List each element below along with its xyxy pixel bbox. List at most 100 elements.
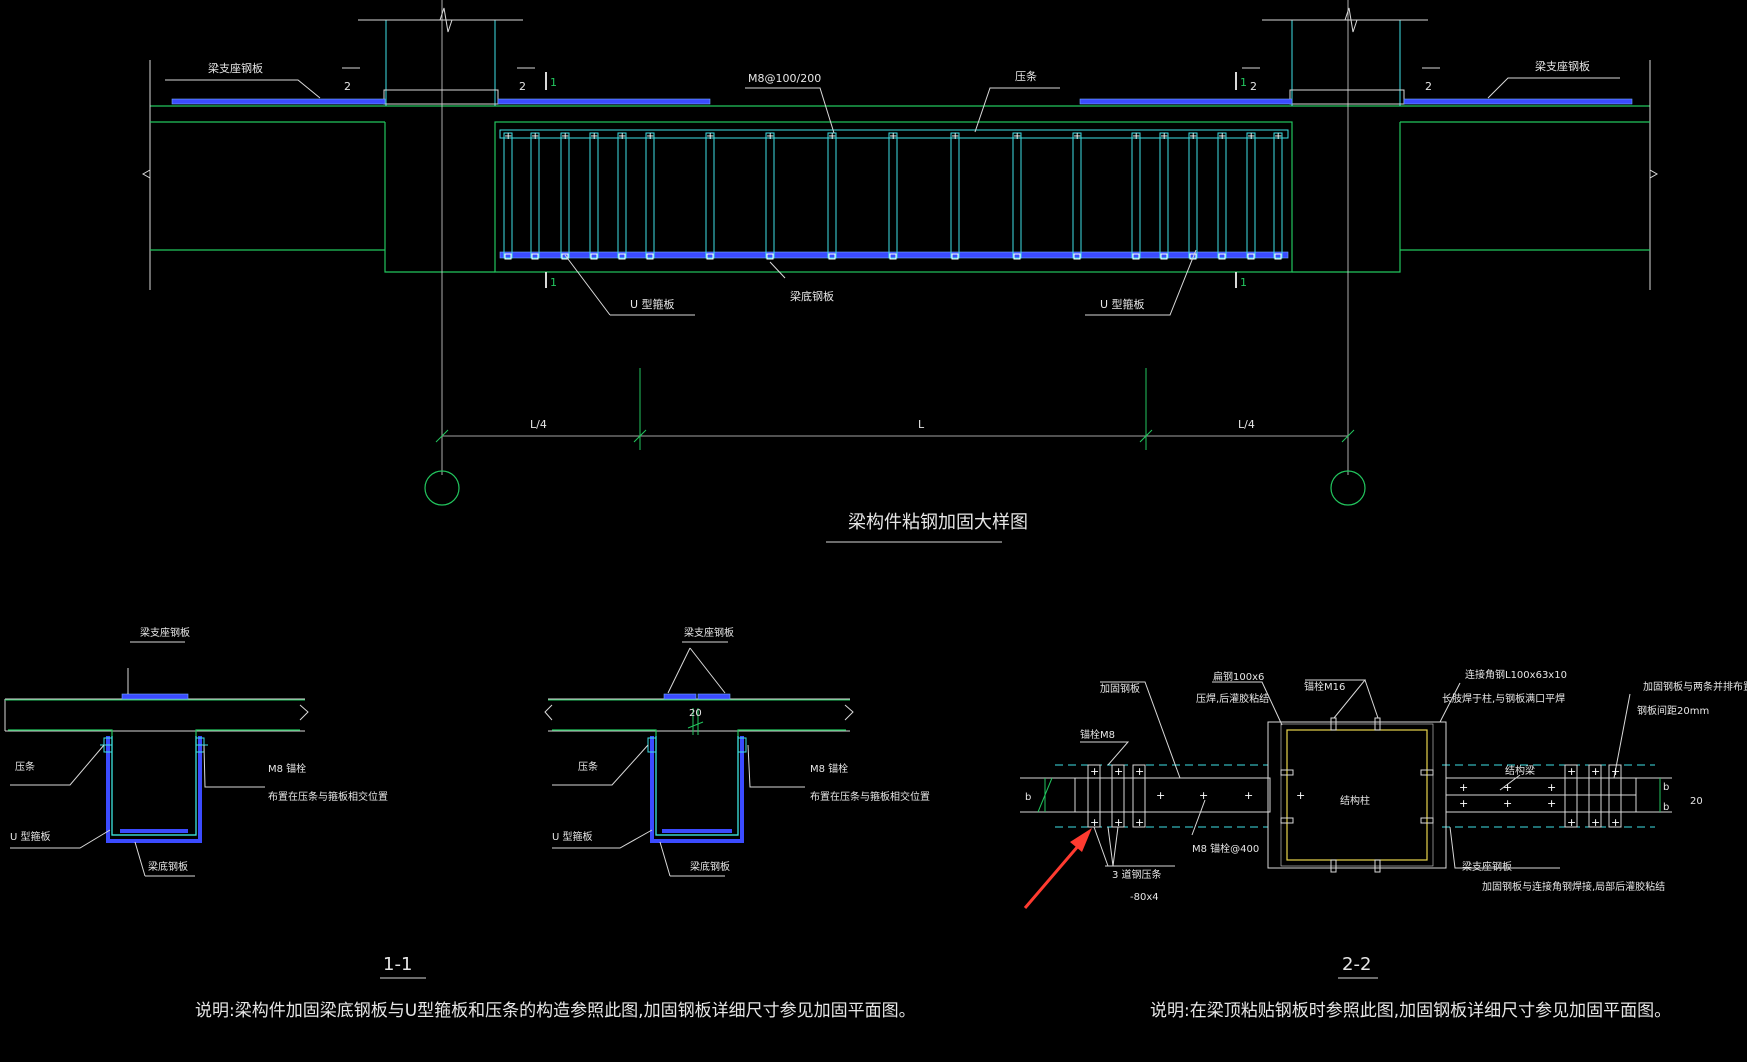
- u-strip: [1246, 132, 1256, 259]
- anchor-bolt-mark: +: [1611, 765, 1620, 778]
- anchor-bolt-mark: +: [1567, 765, 1576, 778]
- anchor-bolt-mark: +: [1503, 797, 1512, 810]
- u-strip: [888, 132, 898, 259]
- bolt-mark: +: [828, 131, 836, 142]
- bolt-mark: +: [1073, 131, 1081, 142]
- s2-dim-b-left: b: [1025, 792, 1031, 803]
- s2-label-flat-steel-note: 压焊,后灌胶粘结: [1196, 692, 1269, 705]
- bolt-mark: +: [1189, 131, 1197, 142]
- label-u-plate-left: U 型箍板: [630, 297, 675, 311]
- anchor-bolt-mark: +: [1090, 816, 1099, 829]
- bolt-mark: +: [951, 131, 959, 142]
- anchor-bolt-mark: +: [1591, 765, 1600, 778]
- s1-label-u-plate: U 型箍板: [10, 830, 51, 843]
- anchor-bolt-mark: +: [1547, 797, 1556, 810]
- u-strip: [1217, 132, 1227, 259]
- s2-label-strip-size: -80x4: [1130, 892, 1159, 903]
- bolt-mark: +: [1247, 131, 1255, 142]
- s1b-label-gap: 20: [689, 708, 702, 719]
- u-strip: [560, 132, 570, 259]
- bottom-bolt: [1218, 253, 1226, 260]
- label-support-plate-left: 梁支座钢板: [208, 61, 263, 75]
- bottom-bolt: [1073, 253, 1081, 260]
- bolt-mark: +: [561, 131, 569, 142]
- s1b-label-support-plate: 梁支座钢板: [684, 626, 734, 639]
- anchor-bolt-mark: +: [1135, 816, 1144, 829]
- s2-label-anchor-m8: 锚栓M8: [1080, 728, 1115, 741]
- u-strip: [645, 132, 655, 259]
- s2-dim-b-right2: b: [1663, 802, 1669, 813]
- dim-right: L/4: [1238, 418, 1255, 431]
- anchor-bolt-mark: +: [1547, 781, 1556, 794]
- s2-label-plate-note1: 加固钢板与两条并排布置: [1643, 680, 1747, 693]
- s2-label-strips: 3 道钢压条: [1112, 868, 1162, 881]
- section-2-2-labels: 加固钢板 扁钢100x6 压焊,后灌胶粘结 锚栓M16 连接角钢L100x63x…: [1025, 668, 1747, 1021]
- u-strip: [827, 132, 837, 259]
- section-2-2-note: 说明:在梁顶粘贴钢板时参照此图,加固钢板详细尺寸参见加固平面图。: [1150, 1001, 1671, 1021]
- section-1-1-note: 说明:梁构件加固梁底钢板与U型箍板和压条的构造参照此图,加固钢板详细尺寸参见加固…: [195, 1001, 916, 1021]
- bottom-bolt: [828, 253, 836, 260]
- s1-label-bottom-plate: 梁底钢板: [148, 860, 188, 873]
- bottom-bolt: [590, 253, 598, 260]
- section-1-1-title: 1-1: [383, 954, 412, 975]
- s1-label-clamp: 压条: [15, 760, 35, 773]
- bolt-mark: +: [1218, 131, 1226, 142]
- section-mark-2c: 2: [1250, 80, 1257, 93]
- main-title: 梁构件粘钢加固大样图: [848, 512, 1028, 533]
- bottom-bolt: [1189, 253, 1197, 260]
- s2-label-angle: 连接角钢L100x63x10: [1465, 668, 1567, 681]
- bolt-mark: +: [531, 131, 539, 142]
- s2-label-reinforce-plate: 加固钢板: [1100, 682, 1140, 695]
- bolt-mark: +: [766, 131, 774, 142]
- anchor-bolt-mark: +: [1114, 765, 1123, 778]
- section-mark-2d: 2: [1425, 80, 1432, 93]
- bottom-bolt: [1160, 253, 1168, 260]
- section-1b-drawing: [544, 641, 854, 877]
- u-strip: [530, 132, 540, 259]
- anchor-bolt-mark: +: [1114, 816, 1123, 829]
- section-1-1-labels: 梁支座钢板 压条 M8 锚栓 布置在压条与箍板相交位置 U 型箍板 梁底钢板 1…: [10, 626, 916, 1021]
- bolt-mark: +: [646, 131, 654, 142]
- dim-middle: L: [918, 418, 925, 431]
- bottom-bolt: [646, 253, 654, 260]
- anchor-bolt-mark: +: [1591, 816, 1600, 829]
- u-strip: [765, 132, 775, 259]
- s1-label-anchor-note: 布置在压条与箍板相交位置: [268, 790, 388, 803]
- section-mark-2a: 2: [344, 80, 351, 93]
- label-bottom-plate: 梁底钢板: [790, 289, 834, 303]
- s2-label-support-note: 加固钢板与连接角钢焊接,局部后灌胶粘结: [1482, 880, 1665, 893]
- bottom-bolt: [1274, 253, 1282, 260]
- s2-label-anchor-m16: 锚栓M16: [1304, 680, 1345, 693]
- main-labels: 梁支座钢板 梁支座钢板 M8@100/200 压条 U 型箍板 U 型箍板 梁底…: [208, 59, 1590, 533]
- u-strip: [950, 132, 960, 259]
- section-2-2-title: 2-2: [1342, 954, 1371, 975]
- s1b-label-u-plate: U 型箍板: [552, 830, 593, 843]
- s2-label-angle-note: 长肢焊于柱,与钢板满口平焊: [1442, 692, 1565, 705]
- s1b-label-anchor-note: 布置在压条与箍板相交位置: [810, 790, 930, 803]
- label-u-plate-right: U 型箍板: [1100, 297, 1145, 311]
- bolt-mark: +: [889, 131, 897, 142]
- anchor-bolt-mark: +: [1296, 789, 1305, 802]
- anchor-bolt-mark: +: [1459, 797, 1468, 810]
- section-mark-1a: 1: [550, 76, 557, 89]
- anchor-bolt-mark: +: [1156, 789, 1165, 802]
- main-elevation: +++++++++++++++++++: [141, 0, 1659, 543]
- bottom-bolt: [1132, 253, 1140, 260]
- dim-left: L/4: [530, 418, 547, 431]
- bottom-bolt: [766, 253, 774, 260]
- u-strip: [589, 132, 599, 259]
- u-strip: [1012, 132, 1022, 259]
- s2-label-beam: 结构梁: [1505, 764, 1535, 777]
- u-strips: +++++++++++++++++++: [503, 131, 1283, 260]
- u-strip: [503, 132, 513, 259]
- bolt-mark: +: [1160, 131, 1168, 142]
- anchor-bolt-mark: +: [1199, 789, 1208, 802]
- label-bolt-spec: M8@100/200: [748, 72, 821, 85]
- s2-label-column: 结构柱: [1340, 794, 1370, 807]
- bolt-mark: +: [590, 131, 598, 142]
- section-mark-1d: 1: [1240, 276, 1247, 289]
- u-strip: [1273, 132, 1283, 259]
- u-strip: [617, 132, 627, 259]
- label-support-plate-right: 梁支座钢板: [1535, 59, 1590, 73]
